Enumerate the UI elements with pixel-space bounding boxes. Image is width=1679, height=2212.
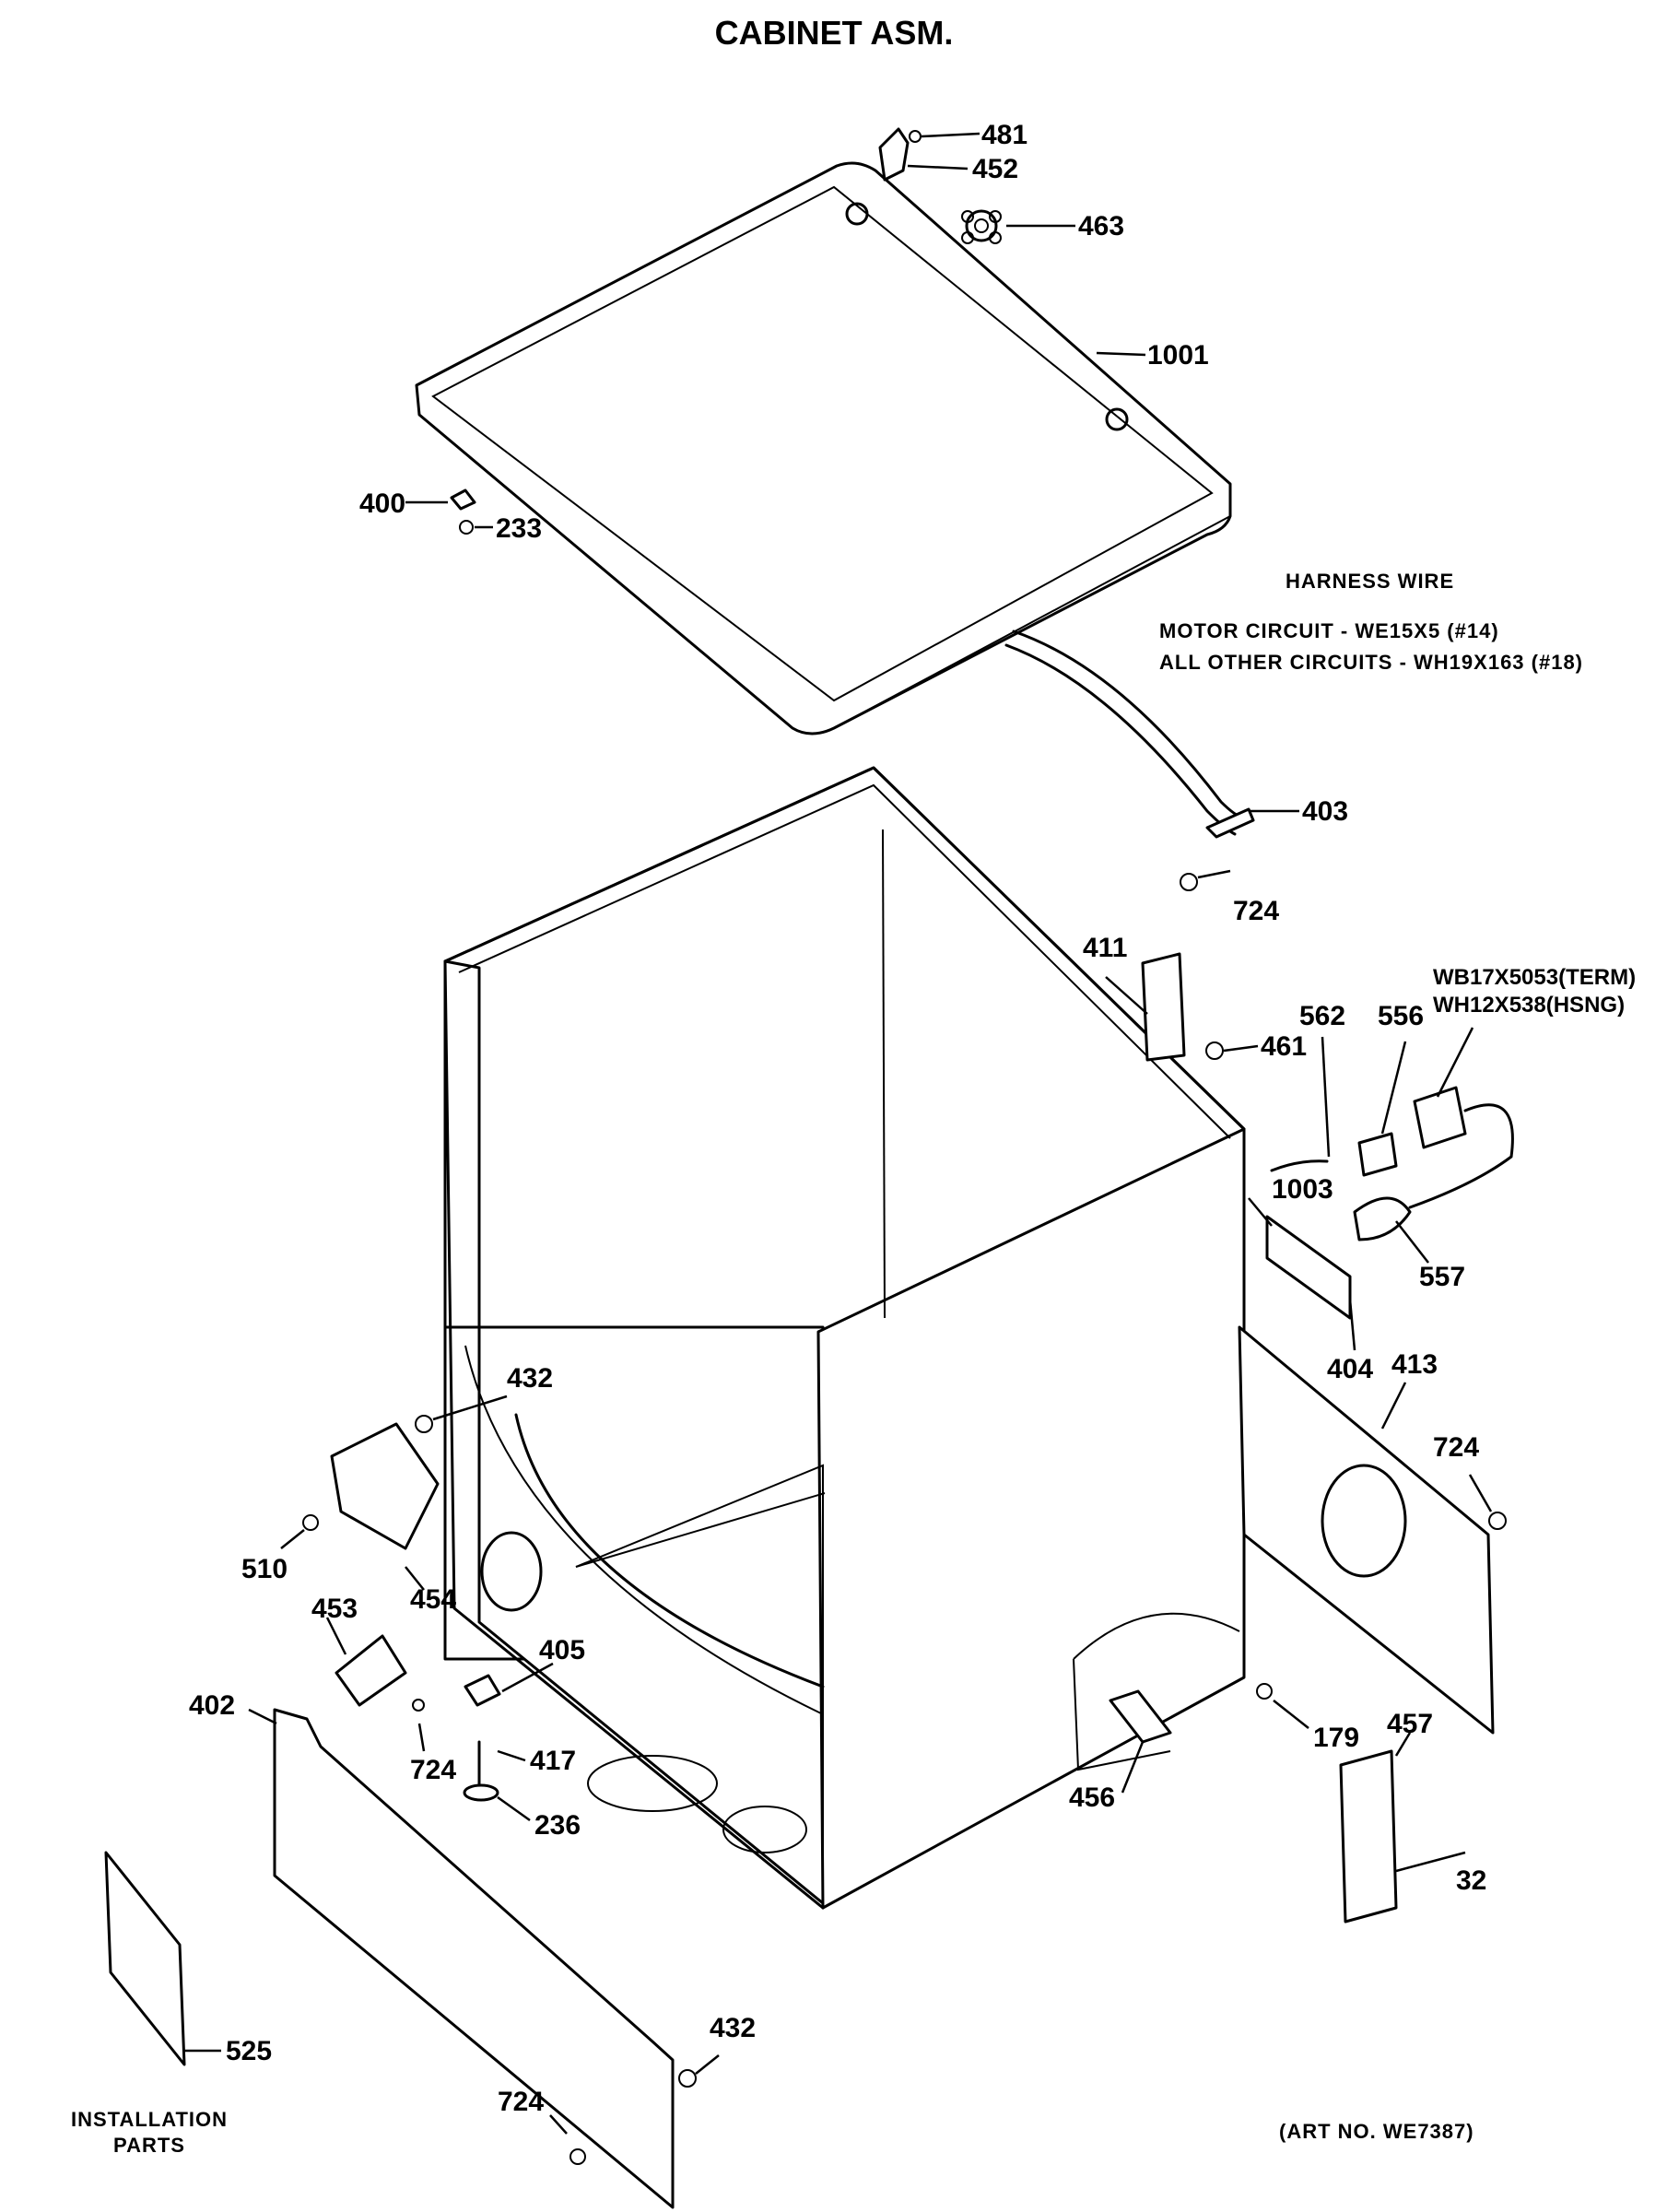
callout-724b: 724: [1433, 1432, 1479, 1463]
leveling-leg-236: [463, 1783, 499, 1802]
callout-179: 179: [1313, 1723, 1359, 1753]
clip-400: [450, 488, 476, 511]
callout-463: 463: [1078, 211, 1124, 241]
terminal-housing: [1413, 1086, 1467, 1149]
callout-32: 32: [1456, 1865, 1486, 1896]
callout-453: 453: [311, 1594, 358, 1624]
callout-556: 556: [1378, 1001, 1424, 1031]
callout-400: 400: [359, 488, 405, 519]
term-note-line-1: WB17X5053(TERM): [1433, 965, 1636, 990]
diagram-title: CABINET ASM.: [715, 14, 954, 52]
callout-461: 461: [1261, 1031, 1307, 1062]
terminal-562: [1270, 1159, 1329, 1172]
harness-line-1: MOTOR CIRCUIT - WE15X5 (#14): [1159, 619, 1499, 642]
callout-724d: 724: [498, 2087, 544, 2117]
callout-481: 481: [981, 120, 1027, 150]
harness-heading: HARNESS WIRE: [1286, 570, 1454, 593]
bracket-456: [1109, 1689, 1172, 1744]
cord-plug-557: [1353, 1196, 1412, 1241]
thermal-fuse-457: [1339, 1749, 1398, 1924]
cover-411: [1141, 952, 1186, 1062]
callout-432a: 432: [507, 1363, 553, 1394]
callout-403: 403: [1302, 796, 1348, 827]
screw-724d: [569, 2148, 586, 2165]
callout-1003: 1003: [1272, 1174, 1333, 1205]
art-number: (ART NO. WE7387): [1279, 2120, 1474, 2143]
clip-432b: [678, 2069, 697, 2088]
callout-525: 525: [226, 2036, 272, 2066]
callout-454: 454: [410, 1584, 456, 1615]
installation-line-1: INSTALLATION: [71, 2108, 228, 2131]
callout-557: 557: [1419, 1262, 1465, 1292]
callout-417: 417: [530, 1746, 576, 1776]
bracket-1003: [1265, 1215, 1352, 1320]
callout-510: 510: [241, 1554, 288, 1584]
callout-404: 404: [1327, 1354, 1373, 1384]
callout-413: 413: [1391, 1349, 1438, 1380]
callout-233: 233: [496, 513, 542, 544]
term-note-line-2: WH12X538(HSNG): [1433, 993, 1625, 1018]
bracket-454: [330, 1422, 440, 1550]
terminal-block-556: [1357, 1132, 1398, 1177]
screw-724a: [1180, 873, 1198, 891]
bumper-463: [961, 209, 1002, 244]
lid-hole-rear: [1105, 407, 1129, 431]
screw-461: [1205, 1041, 1224, 1060]
installation-line-2: PARTS: [113, 2134, 185, 2157]
harness-line-2: ALL OTHER CIRCUITS - WH19X163 (#18): [1159, 651, 1583, 674]
clip-405: [464, 1674, 501, 1707]
clip-432a: [415, 1415, 433, 1433]
screw-481: [909, 130, 922, 143]
toe-kick-402: [273, 1708, 675, 2209]
callout-1001: 1001: [1147, 340, 1209, 371]
lid-hole-front: [845, 202, 869, 226]
callout-402: 402: [189, 1690, 235, 1721]
screw-724c: [412, 1699, 425, 1712]
callout-432b: 432: [710, 2013, 756, 2043]
callout-452: 452: [972, 154, 1018, 184]
callout-457: 457: [1387, 1709, 1433, 1739]
power-cord: [1408, 1103, 1514, 1209]
screw-510: [302, 1514, 319, 1531]
hinge-bracket-452: [878, 127, 910, 182]
callout-724a: 724: [1233, 896, 1279, 926]
bracket-453: [335, 1634, 407, 1707]
screw-233: [459, 520, 474, 535]
rear-panel-413: [1238, 1325, 1495, 1735]
screw-179: [1256, 1683, 1273, 1700]
callout-405: 405: [539, 1635, 585, 1665]
callout-456: 456: [1069, 1783, 1115, 1813]
installation-bag-525: [104, 1851, 186, 2066]
callout-236: 236: [534, 1810, 581, 1841]
screw-724b: [1488, 1512, 1507, 1530]
callout-562: 562: [1299, 1001, 1345, 1031]
top-lid: [415, 161, 1232, 735]
callout-724c: 724: [410, 1755, 456, 1785]
callout-411: 411: [1083, 933, 1127, 963]
